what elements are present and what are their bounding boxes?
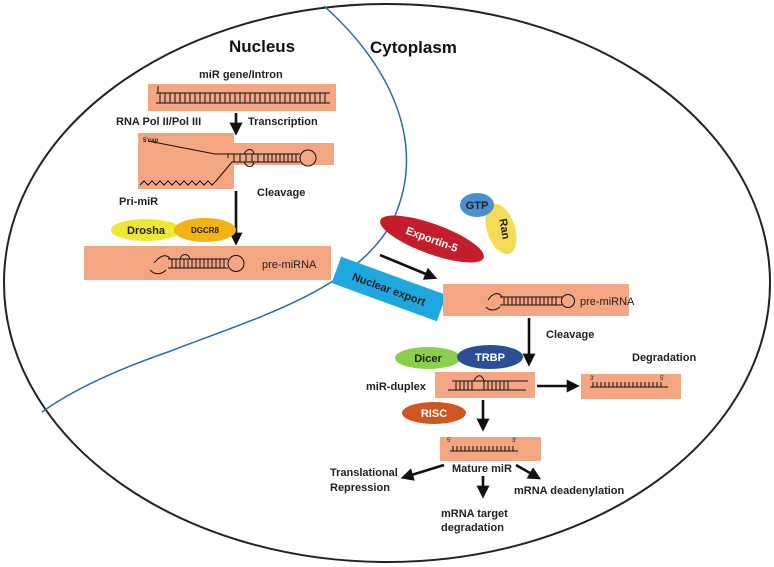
pre-mirna-cytoplasm-label: pre-miRNA [580, 296, 635, 308]
dicer-protein: Dicer [395, 347, 461, 369]
nucleus-title: Nucleus [229, 37, 295, 56]
ran-label: Ran [496, 218, 511, 241]
nuclear-export-bar: Nuclear export [331, 256, 447, 322]
polymerase-label: RNA Pol II/Pol III [116, 116, 201, 128]
cleavage-cytoplasm-label: Cleavage [546, 329, 594, 341]
translational-label-2: Repression [330, 482, 390, 494]
deadenylation-arrow [515, 463, 542, 480]
cleavage-nucleus-label: Cleavage [257, 187, 305, 199]
pre-mirna-nucleus-box: pre-miRNA [84, 246, 331, 280]
gene-rungs [159, 93, 326, 103]
degradation-box: 3' 5' [581, 374, 681, 399]
pri-mir-label: Pri-miR [119, 196, 158, 208]
ran-protein: Ran [485, 203, 517, 255]
gtp-protein: GTP [460, 193, 494, 217]
risc-label: RISC [421, 408, 447, 420]
nuclear-envelope [41, 5, 408, 413]
five-cap-label: 5'cap [143, 138, 158, 144]
pre-mirna-nucleus-label: pre-miRNA [262, 259, 317, 271]
dgcr8-label: DGCR8 [191, 226, 220, 235]
deg-three-prime: 3' [590, 376, 594, 382]
risc-protein: RISC [402, 402, 466, 424]
pre-mirna-cytoplasm-box: pre-miRNA [443, 284, 635, 316]
cytoplasm-title: Cytoplasm [370, 38, 457, 57]
drosha-protein: Drosha [111, 219, 181, 241]
drosha-label: Drosha [127, 225, 166, 237]
translational-arrow [400, 463, 445, 481]
mature-mir-label: Mature miR [452, 463, 512, 475]
dgcr8-protein: DGCR8 [174, 218, 236, 242]
mir-duplex-box [435, 372, 535, 398]
deg-five-prime: 5' [660, 376, 664, 382]
trbp-protein: TRBP [457, 345, 523, 369]
export-arrow [379, 253, 438, 280]
deadenylation-label: mRNA deadenylation [514, 485, 625, 497]
mir-gene-box [148, 84, 336, 111]
dicer-label: Dicer [414, 353, 442, 365]
translational-label-1: Translational [330, 467, 398, 479]
mature-three-prime: 3' [512, 438, 516, 444]
pri-mir-box: 5'cap [138, 133, 334, 189]
gtp-label: GTP [466, 200, 489, 212]
gene-label: miR gene/Intron [199, 69, 283, 81]
mrna-target-label-1: mRNA target [441, 508, 508, 520]
mir-duplex-label: miR-duplex [366, 381, 427, 393]
mature-mir-box: 5' 3' [440, 437, 541, 461]
mrna-target-label-2: degradation [441, 522, 504, 534]
transcription-label: Transcription [248, 116, 318, 128]
cell-membrane [3, 3, 771, 563]
degradation-label: Degradation [632, 352, 696, 364]
trbp-label: TRBP [475, 352, 505, 364]
mature-five-prime: 5' [447, 438, 451, 444]
